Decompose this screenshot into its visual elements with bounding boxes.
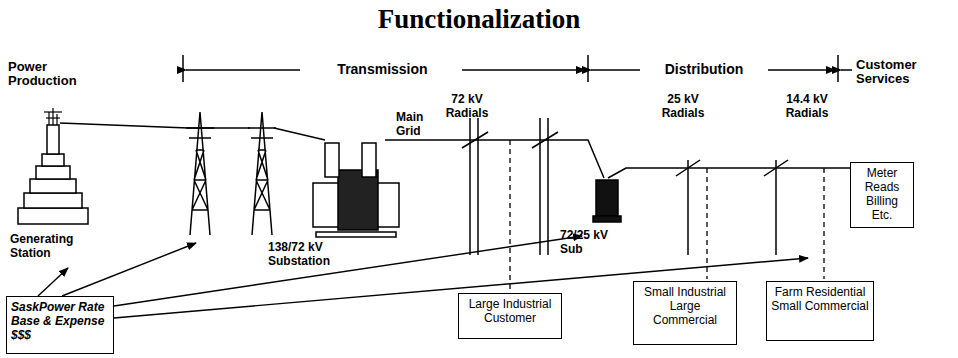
text-box: Small Industrial Large Commercial <box>633 281 737 345</box>
voltage-label: 72 kV Radials <box>432 92 502 120</box>
voltage-label: 14.4 kV Radials <box>770 92 844 120</box>
text-box: Meter Reads Billing Etc. <box>850 162 914 228</box>
box-text: Large Industrial Customer <box>463 297 557 325</box>
section-label: Customer Services <box>856 58 956 86</box>
section-label: Power Production <box>8 60 88 88</box>
text-box: SaskPower Rate Base & Expense $$$ <box>6 296 114 354</box>
section-label: Distribution <box>640 62 768 76</box>
voltage-label: 25 kV Radials <box>648 92 718 120</box>
station-label: Generating Station <box>10 232 90 260</box>
substation-label: 72/25 kV Sub <box>560 228 620 256</box>
text-box: Farm Residential Small Commercial <box>766 281 874 341</box>
diagram-title: Functionalization <box>0 4 958 35</box>
section-label: Transmission <box>305 62 460 76</box>
box-text: SaskPower Rate Base & Expense $$$ <box>11 300 109 342</box>
box-text: Small Industrial Large Commercial <box>638 285 732 327</box>
grid-label: Main Grid <box>396 110 446 138</box>
text-box: Large Industrial Customer <box>458 293 562 339</box>
box-text: Farm Residential Small Commercial <box>771 285 869 313</box>
box-text: Meter Reads Billing Etc. <box>855 166 909 222</box>
substation-label: 138/72 kV Substation <box>268 240 358 268</box>
